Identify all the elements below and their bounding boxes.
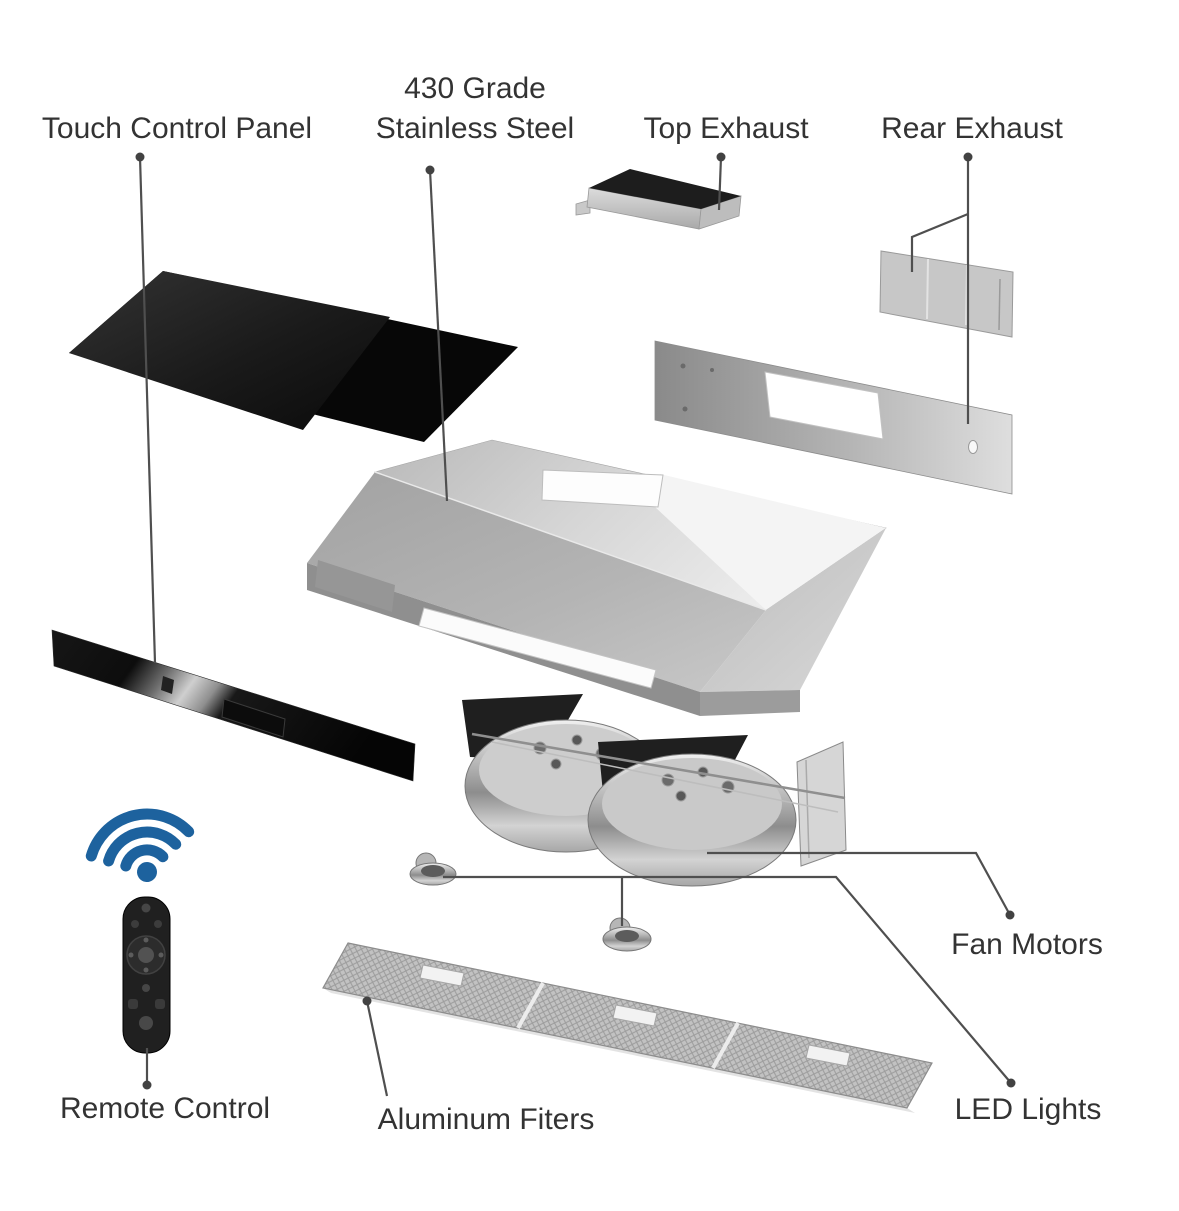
label-stainless-steel-line2: Stainless Steel xyxy=(375,112,575,145)
label-remote-control: Remote Control xyxy=(59,1092,271,1125)
label-rear-exhaust: Rear Exhaust xyxy=(881,112,1063,145)
aluminum-filters-part xyxy=(322,942,933,1113)
rear-exhaust-plate xyxy=(879,250,1014,338)
label-stainless-steel: 430 Grade Stainless Steel xyxy=(376,69,574,149)
label-stainless-steel-line1: 430 Grade xyxy=(404,72,546,105)
rear-panel-part xyxy=(654,340,1013,495)
leader-fan-motors xyxy=(707,851,1011,916)
label-aluminum-filters: Aluminum Fiters xyxy=(377,1103,595,1136)
led-light-part xyxy=(602,917,652,952)
leader-lines xyxy=(138,156,1012,1097)
fan-motors-part xyxy=(462,694,847,887)
leader-top-exhaust xyxy=(717,156,723,211)
label-top-exhaust: Top Exhaust xyxy=(643,112,809,145)
leader-stainless-steel xyxy=(428,169,449,502)
control-strip-part xyxy=(51,629,416,782)
leader-dots xyxy=(135,152,1016,1090)
remote-control-part xyxy=(122,896,171,1054)
led-light-part xyxy=(409,852,457,886)
touch-glass-panel xyxy=(69,271,518,442)
leader-aluminum-filters xyxy=(365,1000,389,1097)
leader-rear-exhaust-branch xyxy=(910,212,969,272)
wifi-icon xyxy=(85,808,195,882)
leader-led-lights xyxy=(443,875,1012,1084)
label-touch-control-panel: Touch Control Panel xyxy=(41,112,313,145)
label-led-lights: LED Lights xyxy=(954,1093,1102,1126)
hood-body-part xyxy=(307,439,887,716)
top-exhaust-part xyxy=(575,169,742,230)
leader-touch-control-panel xyxy=(138,156,157,664)
label-fan-motors: Fan Motors xyxy=(951,928,1103,961)
